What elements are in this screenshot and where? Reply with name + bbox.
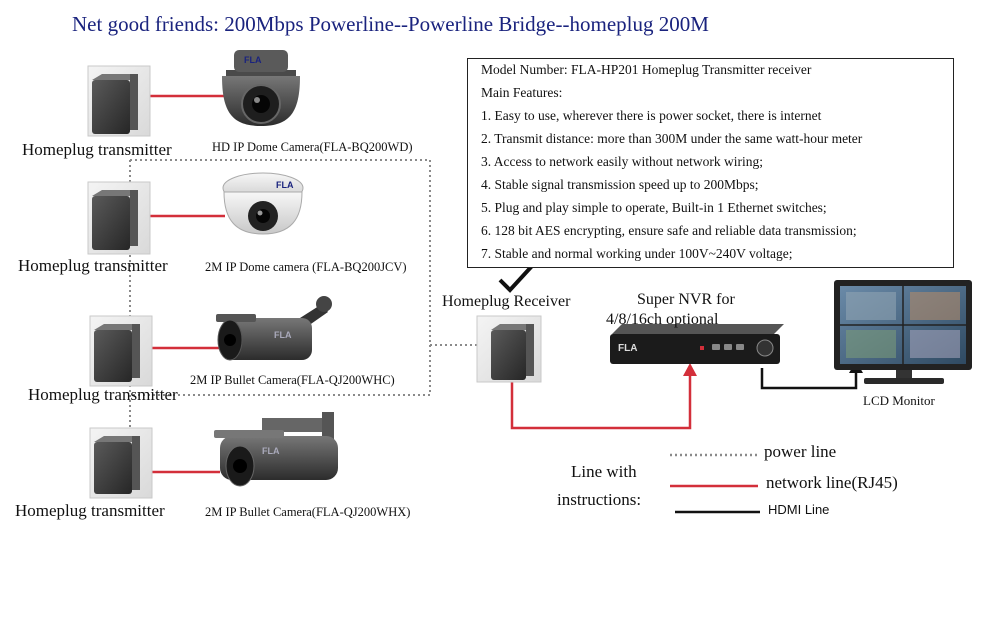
legend-hdmi-label: HDMI Line [768, 502, 830, 517]
camera-3-label: 2M IP Bullet Camera(FLA-QJ200WHC) [190, 373, 395, 387]
features-box: Model Number: FLA-HP201 Homeplug Transmi… [467, 58, 954, 268]
power-lines [129, 159, 490, 440]
legend-power-label: power line [764, 442, 837, 461]
feature-item: 2. Transmit distance: more than 300M und… [481, 131, 863, 146]
transmitter-1 [87, 65, 151, 137]
nvr-title-line1: Super NVR for [637, 291, 735, 308]
camera-dome-white [222, 172, 304, 235]
legend-heading-line2: instructions: [557, 490, 642, 509]
page-title: Net good friends: 200Mbps Powerline--Pow… [72, 12, 709, 36]
power-line-loop [130, 159, 431, 396]
monitor-label: LCD Monitor [863, 393, 935, 408]
network-arrow [683, 363, 697, 376]
nvr-badge: FLA [618, 343, 638, 354]
transmitter-2 [87, 181, 151, 255]
transmitter-3-label: Homeplug transmitter [28, 385, 178, 404]
feature-item: 6. 128 bit AES encrypting, ensure safe a… [481, 223, 857, 238]
camera-2-badge: FLA [276, 180, 294, 190]
nvr-device [610, 324, 784, 364]
features-model: Model Number: FLA-HP201 Homeplug Transmi… [481, 62, 812, 77]
legend-heading-line1: Line with [571, 462, 637, 481]
camera-4-badge: FLA [262, 446, 280, 456]
transmitter-3 [89, 315, 153, 387]
feature-item: 3. Access to network easily without netw… [481, 154, 763, 169]
features-heading: Main Features: [481, 85, 563, 100]
nvr-title-line2: 4/8/16ch optional [606, 311, 719, 328]
hdmi-line [760, 368, 858, 390]
transmitter-4 [89, 427, 153, 499]
feature-item: 7. Stable and normal working under 100V~… [481, 246, 793, 261]
camera-dome-dark [222, 50, 300, 126]
camera-1-badge: FLA [244, 55, 262, 65]
network-line-receiver-nvr [510, 372, 692, 430]
transmitter-1-label: Homeplug transmitter [22, 140, 172, 159]
camera-4-label: 2M IP Bullet Camera(FLA-QJ200WHX) [205, 505, 411, 519]
feature-item: 4. Stable signal transmission speed up t… [481, 177, 759, 192]
camera-2-label: 2M IP Dome camera (FLA-BQ200JCV) [205, 260, 407, 274]
feature-item: 1. Easy to use, wherever there is power … [481, 108, 822, 123]
receiver-label: Homeplug Receiver [442, 293, 571, 310]
camera-3-badge: FLA [274, 330, 292, 340]
feature-item: 5. Plug and play simple to operate, Buil… [481, 200, 827, 215]
receiver-device [476, 315, 542, 383]
lcd-monitor [834, 280, 972, 384]
camera-bullet-1 [216, 296, 332, 361]
check-icon [498, 264, 534, 293]
network-lines [150, 94, 692, 474]
legend-network-label: network line(RJ45) [766, 473, 898, 492]
transmitter-2-label: Homeplug transmitter [18, 256, 168, 275]
camera-bullet-2 [214, 412, 338, 487]
transmitter-4-label: Homeplug transmitter [15, 501, 165, 520]
camera-1-label: HD IP Dome Camera(FLA-BQ200WD) [212, 140, 413, 154]
